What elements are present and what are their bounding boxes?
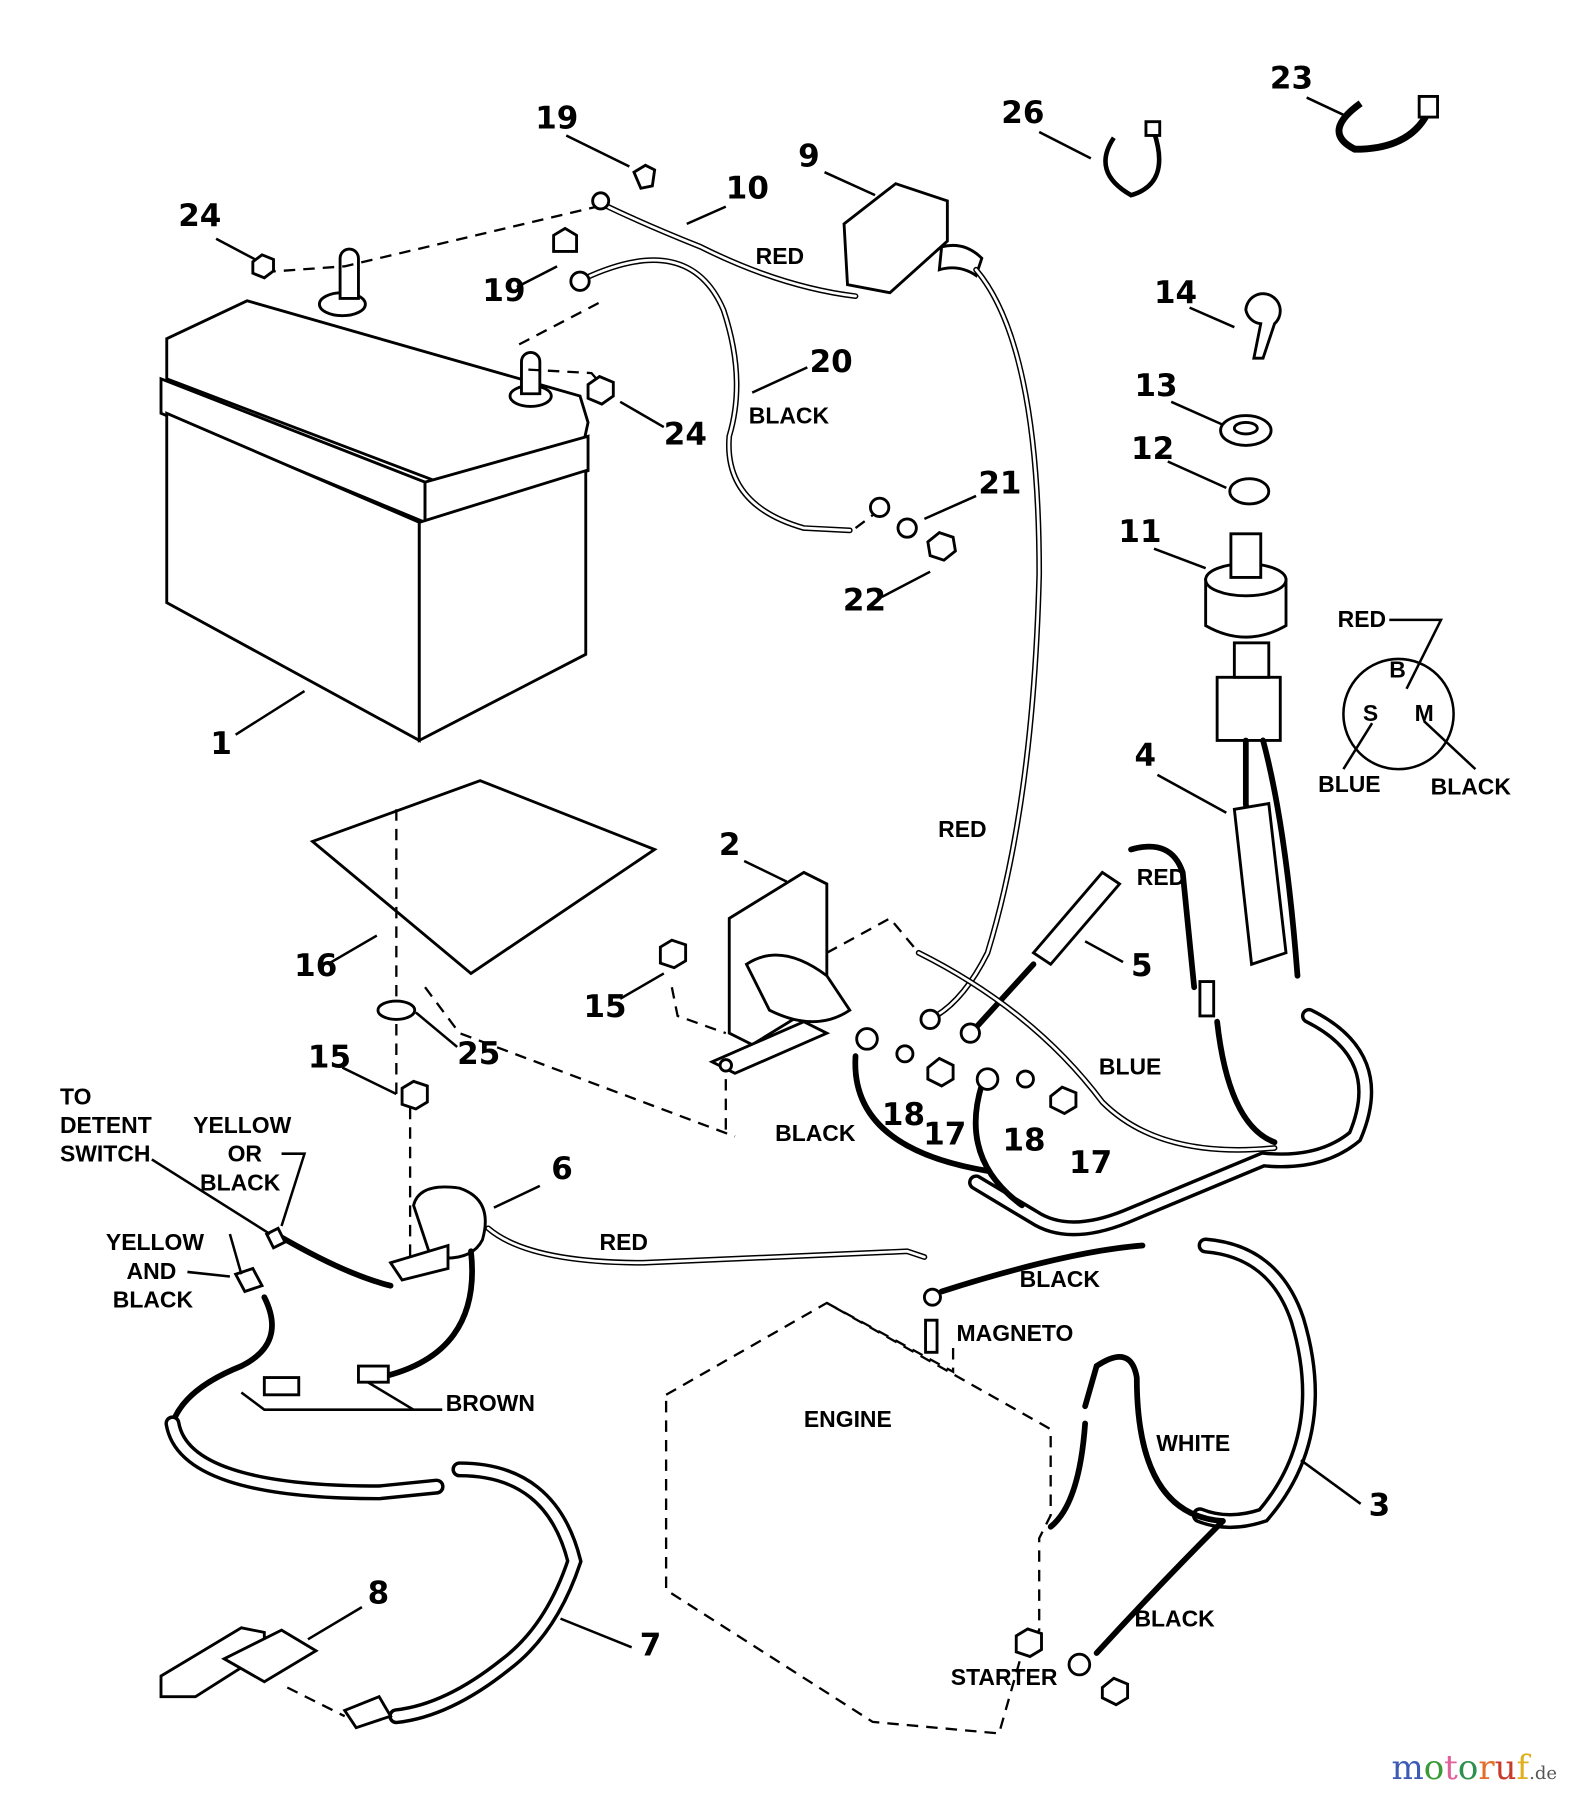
logo-letter: t [1444, 1748, 1458, 1788]
left-label: TO [60, 1083, 91, 1109]
wire-label: BLACK [1134, 1606, 1215, 1632]
callout: 20 [810, 344, 853, 380]
terminal-label: RED [1338, 606, 1386, 632]
logo-letter: o [1457, 1748, 1479, 1788]
wire-label: RED [600, 1229, 648, 1255]
logo-letter: u [1494, 1748, 1517, 1788]
left-label: BLACK [113, 1287, 194, 1313]
callout: 5 [1131, 948, 1153, 984]
callout: 3 [1369, 1487, 1391, 1523]
left-label: OR [228, 1141, 263, 1167]
wire-label: BLACK [775, 1120, 856, 1146]
callout: 9 [798, 138, 820, 174]
callout: 15 [583, 989, 626, 1025]
terminal-label: BLUE [1318, 771, 1380, 797]
callout: 11 [1118, 514, 1161, 550]
logo-letter: m [1391, 1748, 1424, 1788]
terminal-label: S [1363, 700, 1378, 726]
nut-24-right [586, 374, 615, 406]
bolt-19-top [632, 163, 657, 190]
callout: 18 [1002, 1122, 1045, 1158]
logo-letter: o [1423, 1748, 1445, 1788]
logo-letter: r [1478, 1748, 1495, 1788]
engine-label: ENGINE [804, 1406, 892, 1432]
logo-letter: f [1516, 1748, 1530, 1788]
callout: 23 [1270, 60, 1313, 96]
callout: 1 [210, 726, 232, 762]
battery-pad-16 [309, 779, 658, 976]
terminal-label: B [1389, 656, 1406, 682]
callout-numbers: 19 10 9 26 23 24 19 20 24 14 13 12 11 21… [178, 60, 1390, 1663]
callout: 2 [719, 827, 741, 863]
wire-label: BROWN [446, 1390, 535, 1416]
fuse-holder-5 [1031, 870, 1122, 967]
left-label: BLACK [200, 1169, 281, 1195]
wire-label: WHITE [1156, 1430, 1230, 1456]
callout: 22 [843, 583, 886, 619]
washer-12 [1228, 477, 1271, 506]
callout: 8 [368, 1576, 390, 1612]
callout: 15 [308, 1040, 351, 1076]
engine-outline [664, 1301, 1052, 1735]
battery [159, 247, 590, 743]
motoruf-watermark: motoruf.de [1391, 1748, 1557, 1788]
callout: 17 [1069, 1145, 1112, 1181]
callout: 10 [726, 171, 769, 207]
callout: 24 [178, 198, 221, 234]
solenoid-2 [708, 870, 852, 1075]
wire-label: BLACK [1020, 1266, 1101, 1292]
callout: 16 [294, 948, 337, 984]
left-label: SWITCH [60, 1141, 150, 1167]
callout: 24 [664, 416, 707, 452]
callout: 19 [535, 101, 578, 137]
callout: 4 [1134, 738, 1156, 774]
wire-label: RED [756, 243, 804, 269]
callout: 26 [1001, 95, 1044, 131]
callout: 12 [1131, 431, 1174, 467]
nut-24-top [251, 253, 275, 280]
callout: 19 [482, 273, 525, 309]
callout: 21 [978, 466, 1021, 502]
wire-label: MAGNETO [957, 1320, 1074, 1346]
left-label: YELLOW [106, 1229, 204, 1255]
wire-label: BLACK [749, 403, 830, 429]
wire-label: BLUE [1099, 1053, 1161, 1079]
callout: 18 [882, 1097, 925, 1133]
module-6 [412, 1185, 487, 1260]
ignition-switch-11 [1204, 532, 1288, 742]
callout: 25 [457, 1036, 500, 1072]
wire-labels: RED BLACK RED RED BLUE BLACK RED BLACK M… [60, 243, 1511, 1690]
leader-lines [151, 96, 1362, 1649]
cable-tie-26 [1103, 131, 1162, 198]
callout: 6 [551, 1151, 573, 1187]
wire-label: RED [1137, 864, 1185, 890]
terminal-label: BLACK [1431, 773, 1512, 799]
ignition-key-14 [1244, 292, 1282, 360]
callout: 13 [1134, 368, 1177, 404]
wire-label: RED [938, 816, 986, 842]
callout: 7 [640, 1627, 662, 1663]
cable-tie-23 [1335, 100, 1433, 153]
callout: 17 [923, 1117, 966, 1153]
bolt-15-upper [658, 938, 688, 970]
terminal-label: M [1415, 700, 1434, 726]
starter-label: STARTER [951, 1664, 1058, 1690]
left-label: AND [127, 1258, 177, 1284]
left-label: DETENT [60, 1112, 152, 1138]
callout: 14 [1154, 275, 1197, 311]
terminal-cover-9 [842, 182, 949, 295]
left-label: YELLOW [193, 1112, 291, 1138]
